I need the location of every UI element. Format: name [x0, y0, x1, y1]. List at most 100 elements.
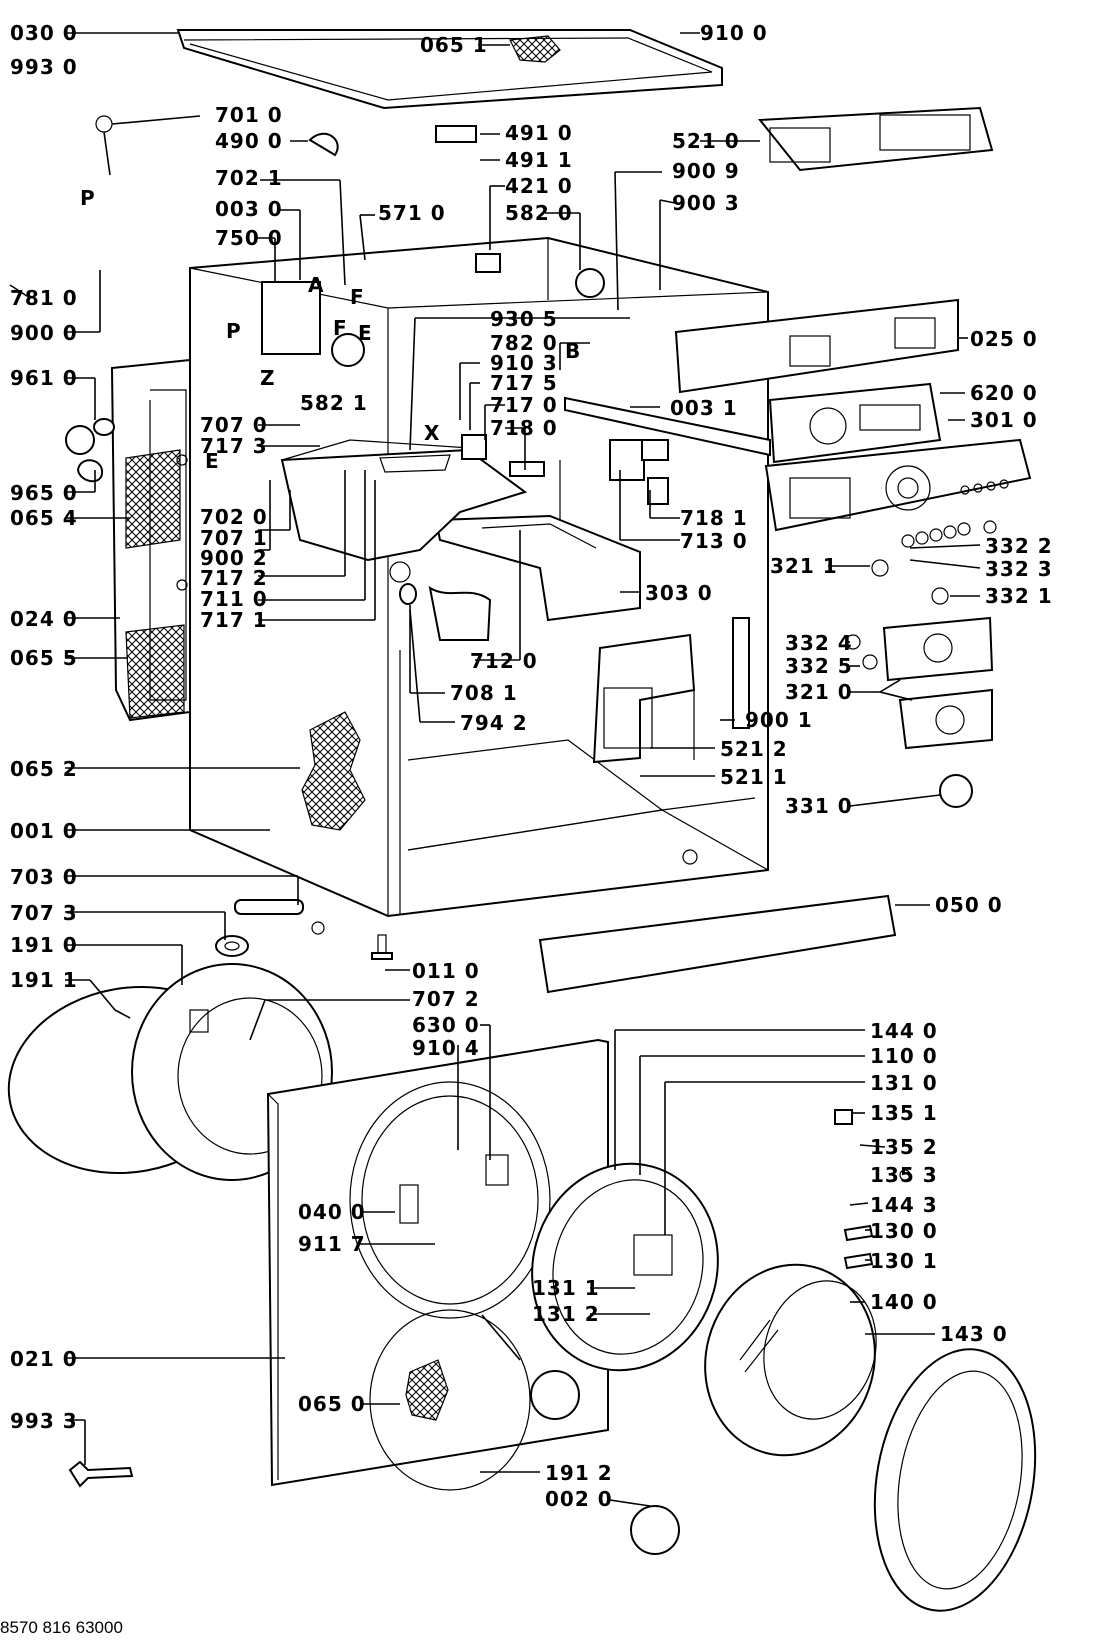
power-module	[592, 633, 696, 764]
part-labels: 030 0 065 1 910 0 993 0 701 0 490 0 491 …	[10, 21, 1053, 1511]
small-parts	[65, 115, 911, 1555]
label-900-3: 900 3	[672, 191, 740, 215]
label-711-0: 711 0	[200, 587, 268, 611]
label-332-1: 332 1	[985, 584, 1053, 608]
label-707-0: 707 0	[200, 413, 268, 437]
label-011-0: 011 0	[412, 959, 480, 983]
label-490-0: 490 0	[215, 129, 283, 153]
label-332-3: 332 3	[985, 557, 1053, 581]
label-003-1: 003 1	[670, 396, 738, 420]
callout-a: A	[308, 273, 324, 297]
label-965-0: 965 0	[10, 481, 78, 505]
label-911-7: 911 7	[298, 1232, 366, 1256]
label-135-3: 135 3	[870, 1163, 938, 1187]
label-718-1: 718 1	[680, 506, 748, 530]
label-321-0: 321 0	[785, 680, 853, 704]
label-191-1: 191 1	[10, 968, 78, 992]
label-130-0: 130 0	[870, 1219, 938, 1243]
callout-p: P	[80, 186, 96, 210]
label-191-2: 191 2	[545, 1461, 613, 1485]
label-140-0: 140 0	[870, 1290, 938, 1314]
label-191-0: 191 0	[10, 933, 78, 957]
dispenser-drawer	[434, 514, 641, 622]
label-001-0: 001 0	[10, 819, 78, 843]
label-717-3: 717 3	[200, 434, 268, 458]
side-panel	[110, 358, 191, 722]
label-491-1: 491 1	[505, 148, 573, 172]
callout-z: Z	[260, 366, 276, 390]
callout-e: E	[358, 321, 373, 345]
label-961-0: 961 0	[10, 366, 78, 390]
control-labels	[845, 520, 997, 808]
label-930-5: 930 5	[490, 307, 558, 331]
label-332-5: 332 5	[785, 654, 853, 678]
label-702-1: 702 1	[215, 166, 283, 190]
label-135-1: 135 1	[870, 1101, 938, 1125]
label-712-0: 712 0	[470, 649, 538, 673]
callout-p: P	[226, 319, 242, 343]
label-701-0: 701 0	[215, 103, 283, 127]
label-703-0: 703 0	[10, 865, 78, 889]
label-717-1: 717 1	[200, 608, 268, 632]
callout-e: E	[205, 449, 220, 473]
label-301-0: 301 0	[970, 408, 1038, 432]
door-frame	[531, 1162, 719, 1372]
label-144-0: 144 0	[870, 1019, 938, 1043]
callout-f: F	[333, 316, 348, 340]
label-620-0: 620 0	[970, 381, 1038, 405]
label-582-1: 582 1	[300, 391, 368, 415]
label-782-0: 782 0	[490, 331, 558, 355]
label-794-2: 794 2	[460, 711, 528, 735]
leader-lines	[9, 32, 981, 1507]
label-135-2: 135 2	[870, 1135, 938, 1159]
label-040-0: 040 0	[298, 1200, 366, 1224]
label-702-0: 702 0	[200, 505, 268, 529]
door-ring	[873, 1348, 1037, 1612]
label-718-0: 718 0	[490, 416, 558, 440]
label-331-0: 331 0	[785, 794, 853, 818]
label-144-3: 144 3	[870, 1193, 938, 1217]
label-065-0: 065 0	[298, 1392, 366, 1416]
label-131-0: 131 0	[870, 1071, 938, 1095]
label-717-0: 717 0	[490, 393, 558, 417]
label-024-0: 024 0	[10, 607, 78, 631]
label-717-5: 717 5	[490, 371, 558, 395]
label-521-1: 521 1	[720, 765, 788, 789]
label-050-0: 050 0	[935, 893, 1003, 917]
label-713-0: 713 0	[680, 529, 748, 553]
label-993-3: 993 3	[10, 1409, 78, 1433]
label-332-4: 332 4	[785, 631, 853, 655]
label-707-1: 707 1	[200, 526, 268, 550]
callout-f: F	[350, 285, 365, 309]
label-110-0: 110 0	[870, 1044, 938, 1068]
label-910-3: 910 3	[490, 351, 558, 375]
label-910-4: 910 4	[412, 1036, 480, 1060]
drawing-number: 8570 816 63000	[0, 1618, 123, 1637]
label-717-2: 717 2	[200, 566, 268, 590]
label-707-3: 707 3	[10, 901, 78, 925]
top-panel	[176, 29, 723, 110]
fascia-panel	[764, 438, 1032, 532]
rail	[564, 396, 771, 457]
label-003-0: 003 0	[215, 197, 283, 221]
label-130-1: 130 1	[870, 1249, 938, 1273]
label-630-0: 630 0	[412, 1013, 480, 1037]
label-065-1: 065 1	[420, 33, 488, 57]
label-143-0: 143 0	[940, 1322, 1008, 1346]
top-bracket	[758, 106, 994, 172]
label-521-0: 521 0	[672, 129, 740, 153]
kick-plate	[538, 894, 897, 994]
callout-b: B	[565, 339, 581, 363]
label-900-2: 900 2	[200, 546, 268, 570]
label-065-2: 065 2	[10, 757, 78, 781]
label-521-2: 521 2	[720, 737, 788, 761]
label-131-1: 131 1	[532, 1276, 600, 1300]
door-glass	[704, 1263, 877, 1457]
label-002-0: 002 0	[545, 1487, 613, 1511]
label-900-1: 900 1	[745, 708, 813, 732]
label-491-0: 491 0	[505, 121, 573, 145]
label-332-2: 332 2	[985, 534, 1053, 558]
label-750-0: 750 0	[215, 226, 283, 250]
label-993-0: 993 0	[10, 55, 78, 79]
